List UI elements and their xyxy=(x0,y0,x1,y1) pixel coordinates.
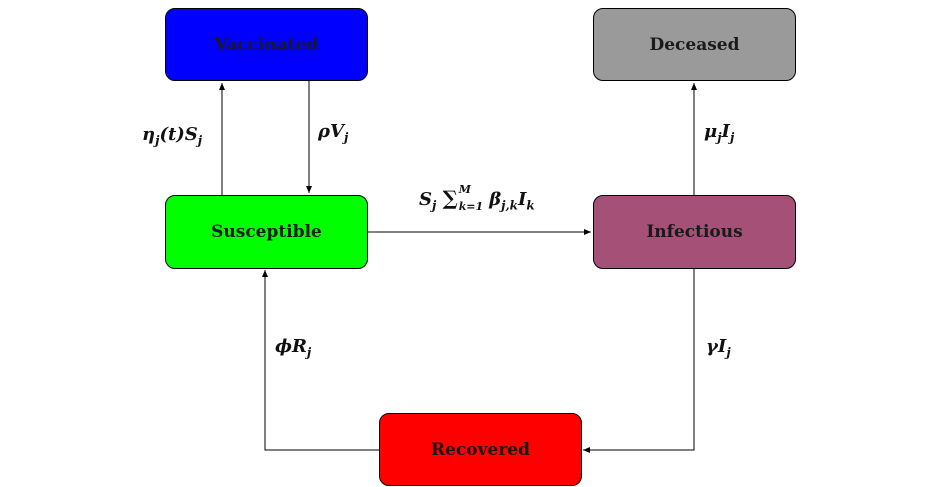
inf-sum-upper: M xyxy=(458,183,471,196)
vacc-eta: η xyxy=(142,124,156,145)
immunity-loss-main: ϕR xyxy=(275,336,307,357)
recovery-main: γI xyxy=(706,336,727,357)
inf-i-sub: k xyxy=(526,198,535,213)
inf-s-sub: j xyxy=(432,198,437,213)
inf-i: I xyxy=(517,189,527,210)
vacc-var: S xyxy=(184,124,198,145)
inf-beta: β xyxy=(489,189,502,210)
waning-main: ρV xyxy=(318,121,344,142)
inf-sum-symbol: ∑ xyxy=(442,186,458,210)
death-mu-sub: j xyxy=(717,130,722,145)
label-vaccination-rate: ηj(t)Sj xyxy=(142,124,202,148)
label-recovery-rate: γIj xyxy=(706,336,731,360)
death-var: I xyxy=(721,121,730,142)
node-susceptible: Susceptible xyxy=(165,195,368,269)
label-waning-rate: ρVj xyxy=(318,121,348,145)
vacc-arg: (t) xyxy=(159,124,185,145)
immunity-loss-sub: j xyxy=(306,345,312,360)
vacc-eta-sub: j xyxy=(155,133,160,148)
waning-sub: j xyxy=(343,130,349,145)
inf-beta-sub: j,k xyxy=(501,198,518,213)
inf-sum-lower: k=1 xyxy=(458,200,484,213)
node-vaccinated: Vaccinated xyxy=(165,8,368,81)
node-recovered: Recovered xyxy=(379,413,582,486)
label-death-rate: μjIj xyxy=(704,121,734,145)
death-mu: μ xyxy=(704,121,718,142)
label-immunity-loss-rate: ϕRj xyxy=(275,336,311,360)
recovery-sub: j xyxy=(726,345,731,360)
edge-infectious-to-recovered xyxy=(583,269,695,453)
inf-s: S xyxy=(419,189,432,210)
edge-recovered-to-susceptible xyxy=(262,270,379,451)
node-infectious: Infectious xyxy=(593,195,796,269)
node-deceased: Deceased xyxy=(593,8,796,81)
vacc-var-sub: j xyxy=(197,133,203,148)
death-var-sub: j xyxy=(729,130,735,145)
